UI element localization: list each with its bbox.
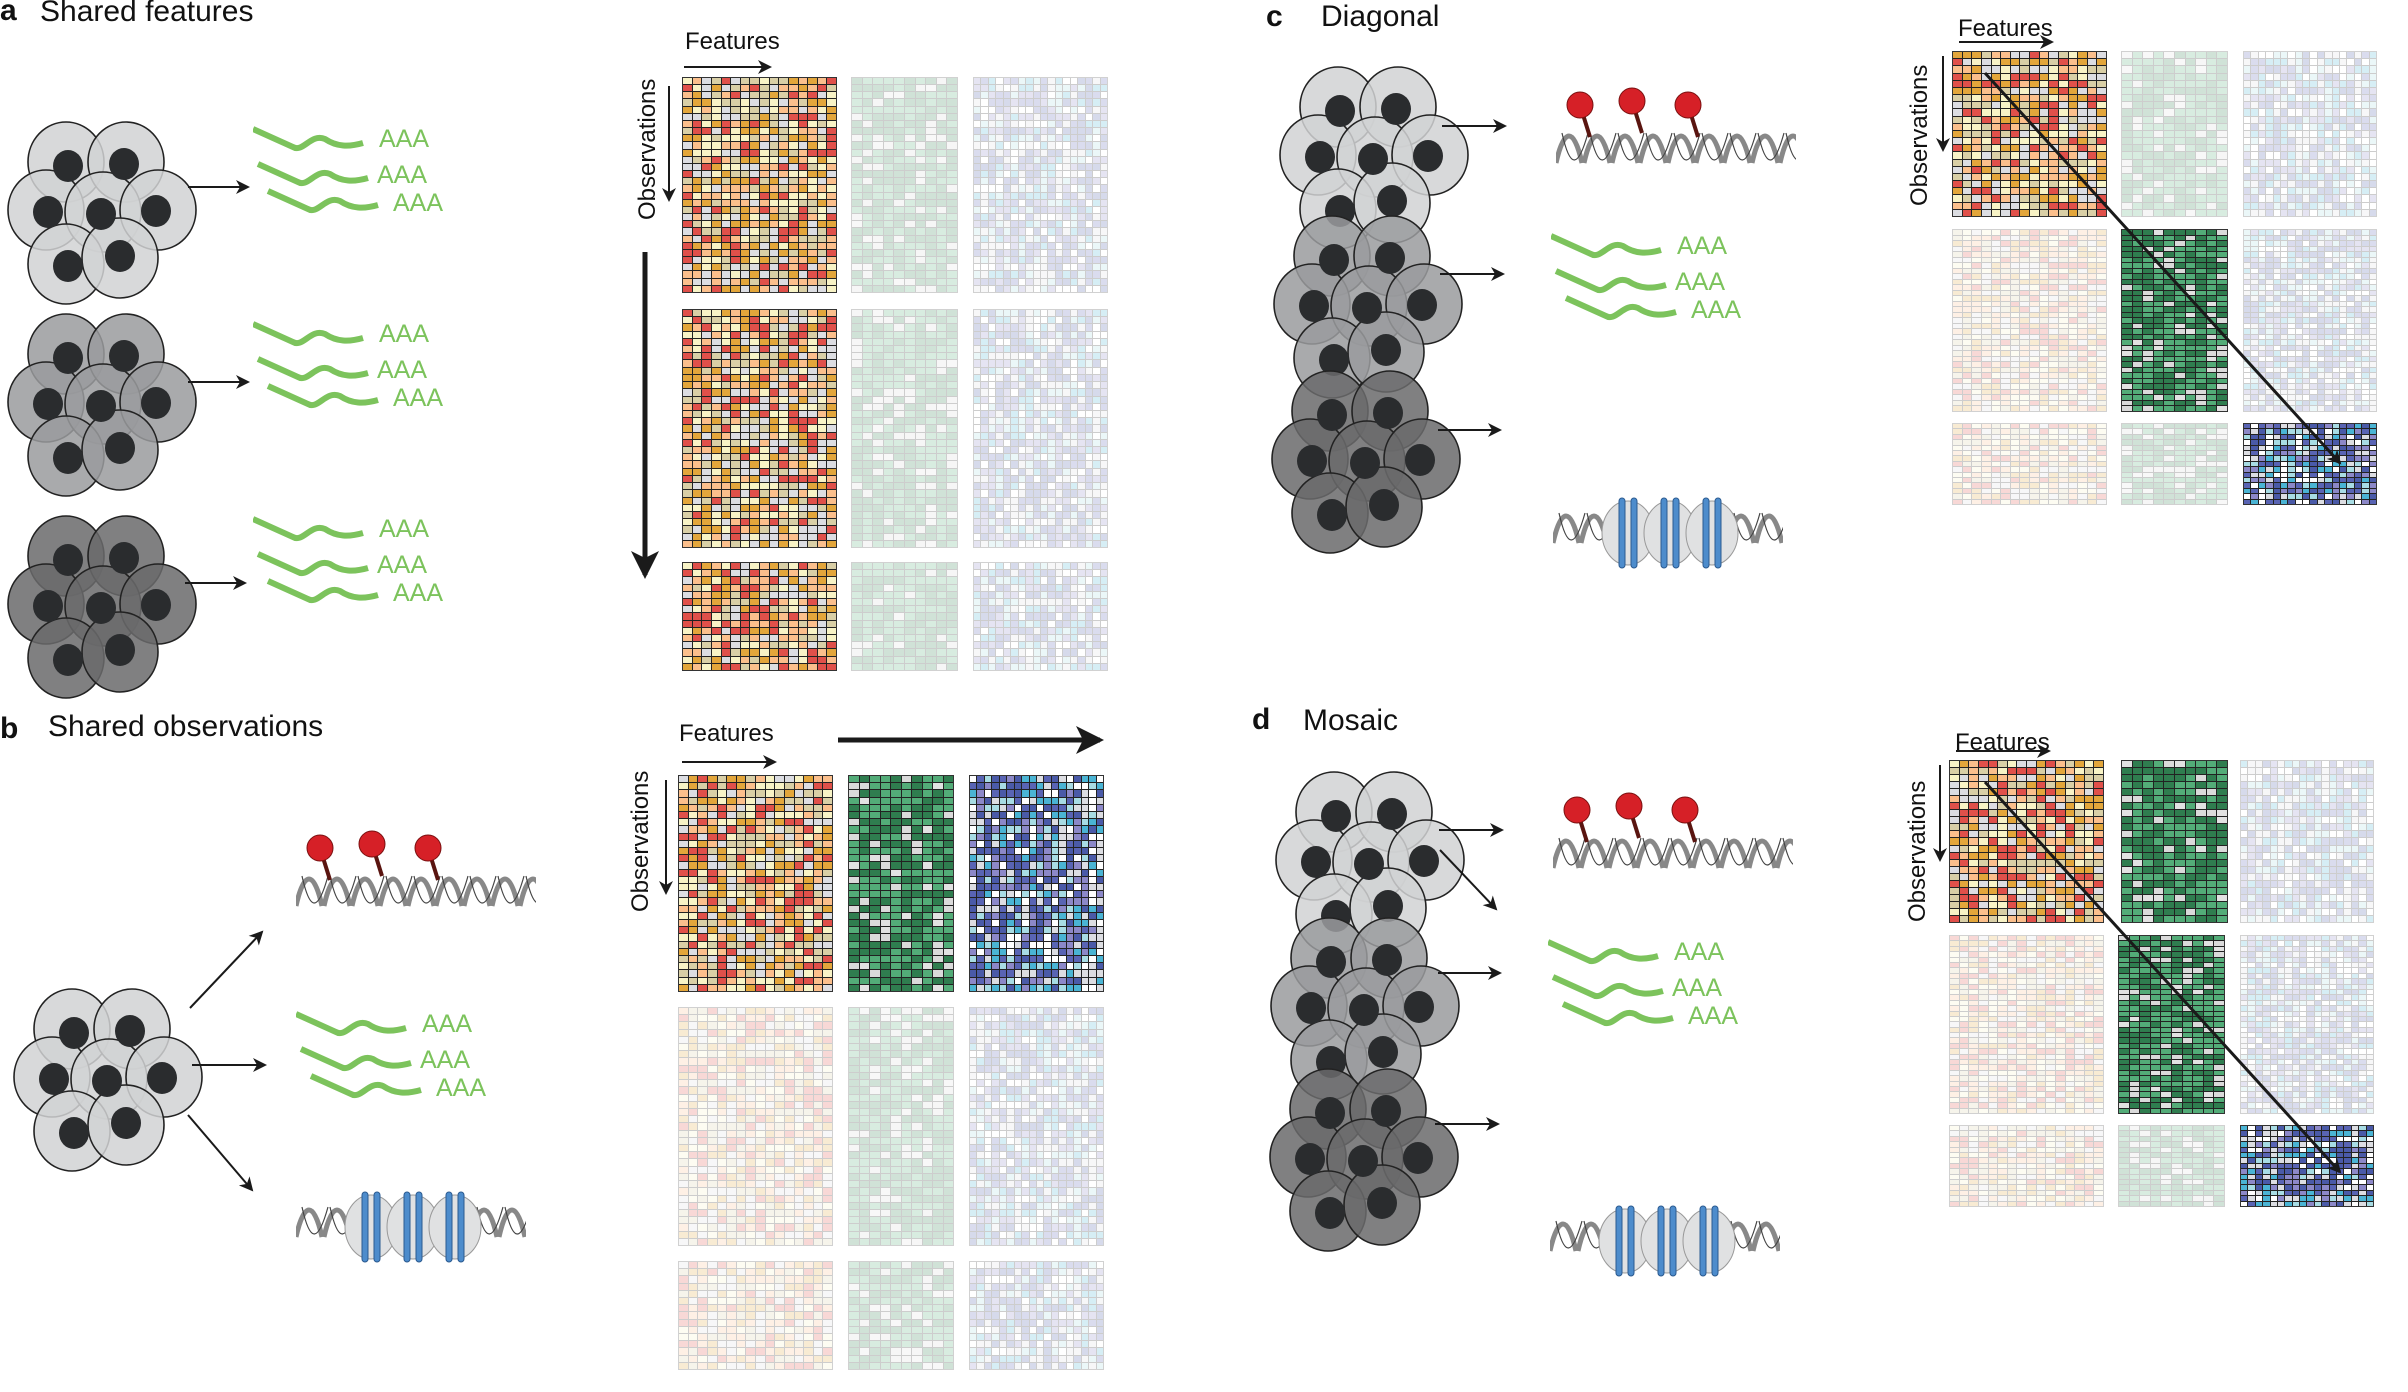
cell-cluster-d-mid-icon [1270, 917, 1460, 1101]
polya-label: AAA [393, 579, 444, 607]
matrix-d-green [2118, 1125, 2225, 1207]
panel-title-d: Mosaic [1303, 704, 1399, 737]
matrix-a-blue [973, 309, 1108, 548]
matrix-d-orange [1949, 935, 2104, 1114]
matrix-b-green [848, 775, 954, 992]
methylation-icon [1550, 780, 1810, 895]
panel-letter-a: a [0, 0, 17, 27]
polya-label: AAA [377, 161, 428, 189]
matrix-a-orange [682, 309, 837, 548]
polya-label: AAA [1677, 232, 1728, 260]
polya-label: AAA [1674, 938, 1725, 966]
chromatin-icon [1547, 1196, 1786, 1291]
matrix-a-blue [973, 562, 1108, 671]
matrix-b-blue [969, 1261, 1104, 1370]
polya-label: AAA [420, 1046, 471, 1074]
matrix-c-green [2121, 51, 2228, 217]
features-label-b: Features [679, 720, 774, 747]
cell-cluster-a-dark-icon [7, 515, 197, 699]
matrix-d-orange [1949, 1125, 2104, 1207]
panel-title-a: Shared features [40, 0, 254, 28]
matrix-b-orange [678, 1007, 833, 1246]
observations-label-d: Observations [1904, 780, 1931, 922]
matrix-b-green [848, 1261, 954, 1370]
matrix-d-blue [2240, 1125, 2374, 1207]
polya-label: AAA [379, 515, 430, 543]
polya-label: AAA [393, 384, 444, 412]
matrix-c-blue [2243, 51, 2377, 217]
cell-cluster-b-light-icon [13, 988, 203, 1172]
matrix-a-green [851, 309, 958, 548]
chromatin-icon [1550, 488, 1789, 583]
panel-letter-d: d [1252, 703, 1271, 736]
matrix-d-blue [2240, 935, 2374, 1114]
matrix-c-blue [2243, 229, 2377, 412]
matrix-a-orange [682, 562, 837, 671]
panel-letter-b: b [0, 712, 19, 745]
polya-label: AAA [436, 1074, 487, 1102]
matrix-b-blue [969, 775, 1104, 992]
polya-label: AAA [422, 1010, 473, 1038]
matrix-c-orange [1952, 229, 2107, 412]
polya-label: AAA [393, 189, 444, 217]
chromatin-icon [293, 1182, 532, 1277]
matrix-a-green [851, 562, 958, 671]
matrix-c-orange [1952, 423, 2107, 505]
matrix-c-orange [1952, 51, 2107, 217]
polya-label: AAA [1688, 1002, 1739, 1030]
polya-label: AAA [1691, 296, 1742, 324]
polya-label: AAA [379, 125, 430, 153]
matrix-c-green [2121, 423, 2228, 505]
matrix-d-blue [2240, 760, 2374, 923]
methylation-icon [293, 818, 553, 933]
observations-label-c: Observations [1906, 64, 1933, 206]
polya-label: AAA [1675, 268, 1726, 296]
polya-label: AAA [1672, 974, 1723, 1002]
panel-title-b: Shared observations [48, 710, 324, 743]
matrix-c-blue [2243, 423, 2377, 505]
cell-cluster-a-mid-icon [7, 313, 197, 497]
matrix-b-green [848, 1007, 954, 1246]
matrix-b-orange [678, 775, 833, 992]
matrix-c-green [2121, 229, 2228, 412]
matrix-d-green [2121, 760, 2228, 923]
matrix-d-orange [1949, 760, 2104, 923]
observations-label-a: Observations [634, 78, 661, 220]
methylation-icon [1553, 75, 1813, 190]
matrix-a-orange [682, 77, 837, 293]
panel-letter-c: c [1266, 0, 1283, 33]
cell-cluster-a-light-icon [7, 121, 197, 305]
polya-label: AAA [377, 551, 428, 579]
features-label-d: Features [1955, 729, 2050, 756]
matrix-d-green [2118, 935, 2225, 1114]
polya-label: AAA [379, 320, 430, 348]
polya-label: AAA [377, 356, 428, 384]
panel-title-c: Diagonal [1321, 0, 1440, 33]
matrix-a-blue [973, 77, 1108, 293]
features-label-a: Features [685, 28, 780, 55]
cell-cluster-d-dark-icon [1269, 1068, 1459, 1252]
features-label-c: Features [1958, 15, 2053, 42]
matrix-a-green [851, 77, 958, 293]
matrix-b-orange [678, 1261, 833, 1370]
cell-cluster-c-dark-icon [1271, 370, 1461, 554]
matrix-b-blue [969, 1007, 1104, 1246]
observations-label-b: Observations [627, 770, 654, 912]
